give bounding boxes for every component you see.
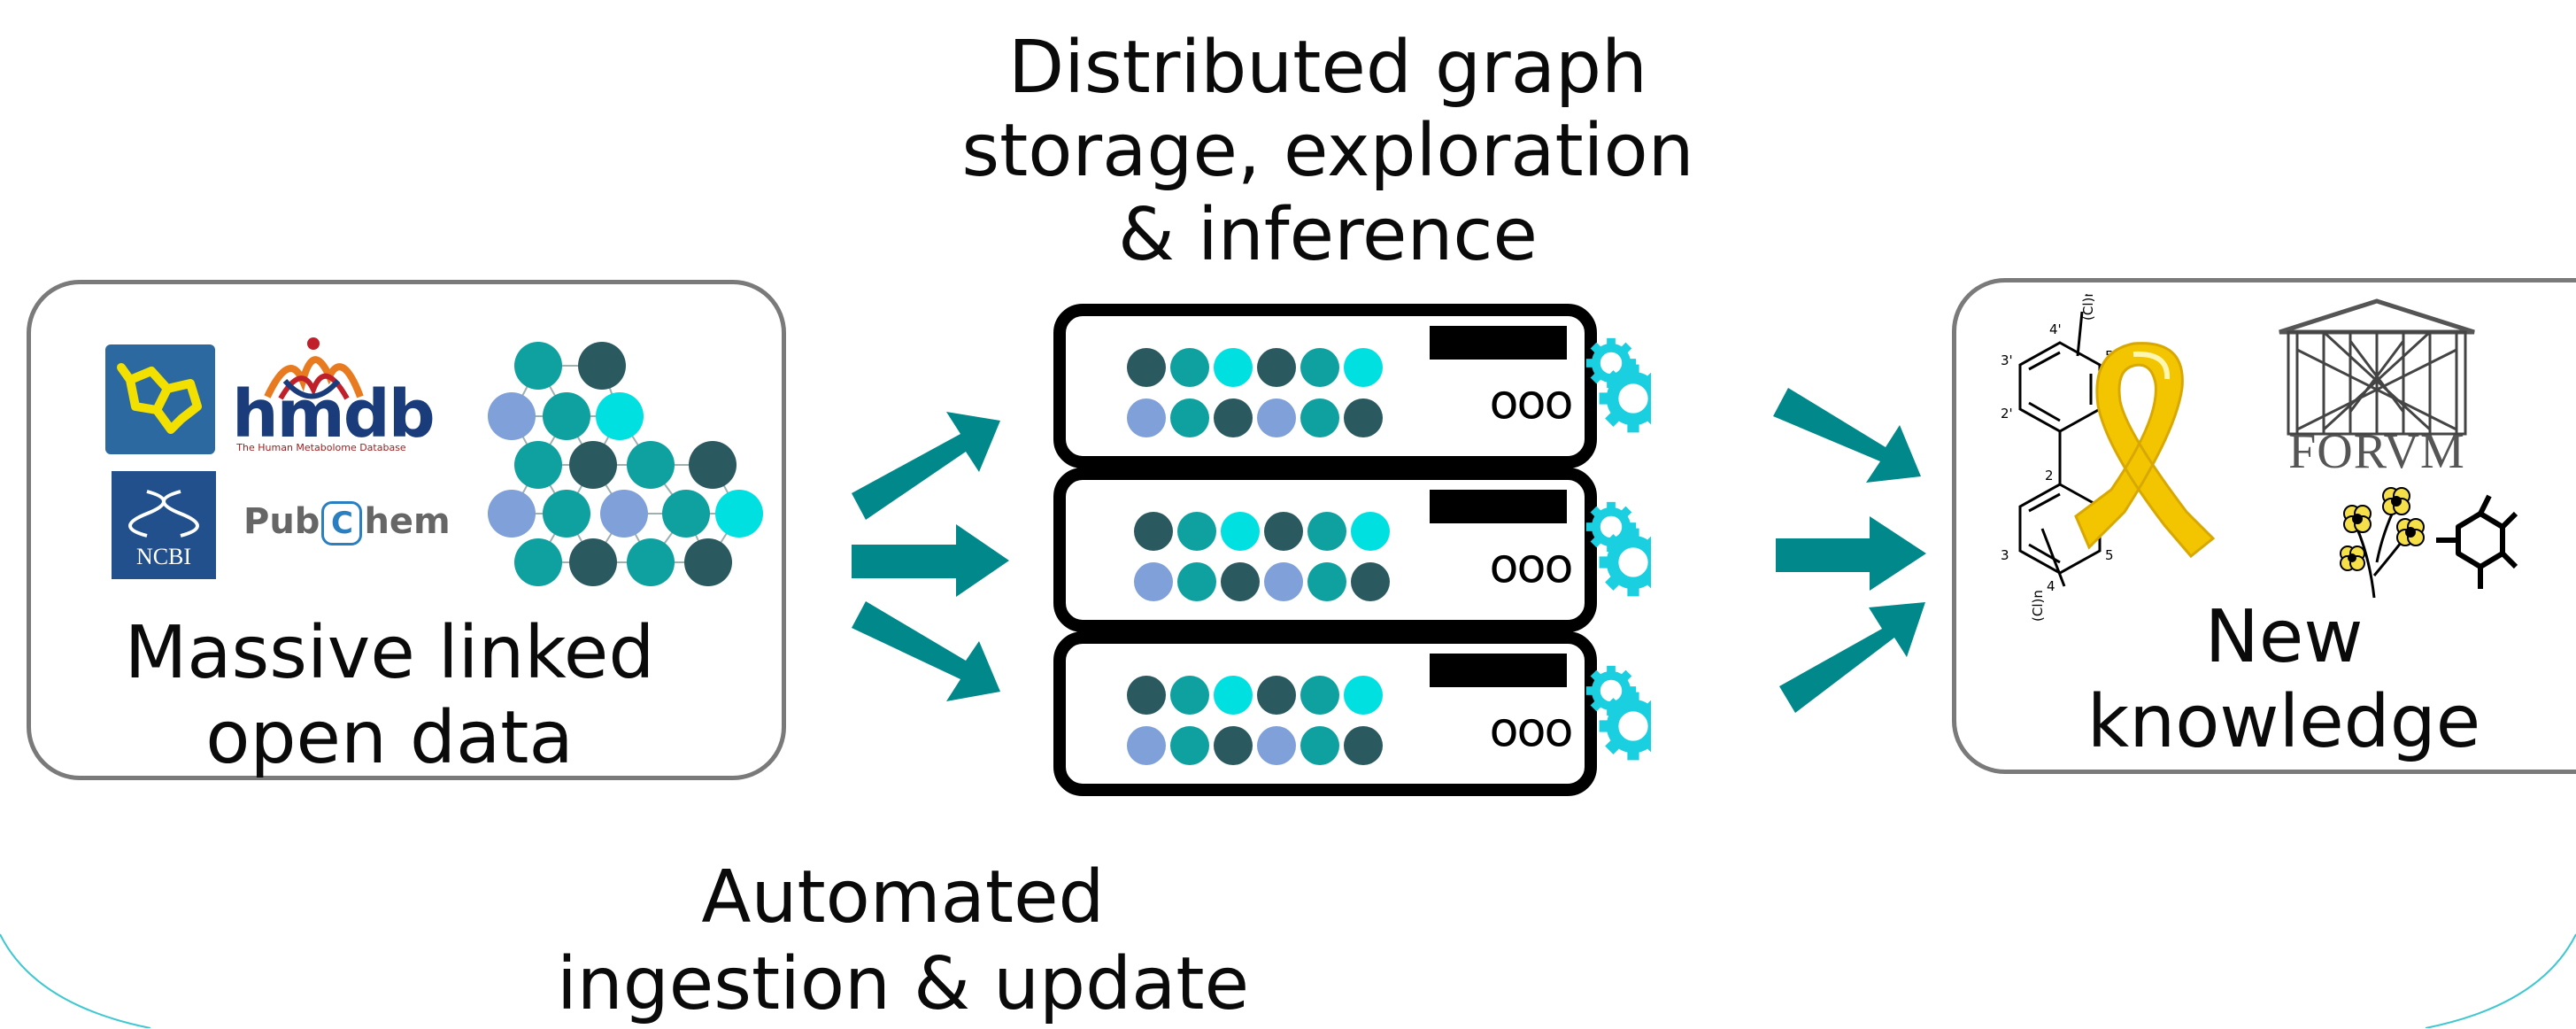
svg-text:2': 2' (2001, 406, 2013, 422)
title: Distributed graph storage, exploration &… (929, 26, 1726, 277)
svg-text:(Cl)n: (Cl)n (2030, 590, 2046, 622)
linked-data-label-line-2: open data (205, 695, 574, 780)
server-display-3 (1430, 654, 1567, 687)
server-stack: ooo ooo ooo (1053, 304, 1651, 796)
server-2-bottom-dot (1351, 562, 1390, 601)
gear-small-icon (1585, 501, 1637, 553)
server-2-top-dot (1177, 512, 1216, 551)
forum-label: FORVM (2288, 424, 2465, 479)
svg-text:4: 4 (2047, 578, 2055, 594)
new-knowledge-label-line-1: New (2204, 595, 2364, 679)
flower-1 (2343, 505, 2372, 533)
server-2-top-dot (1307, 512, 1346, 551)
server-2-bottom-dot (1134, 562, 1173, 601)
server-display-2 (1430, 490, 1567, 523)
server-3-bottom-dot (1257, 726, 1296, 765)
ingestion-label-line-2: ingestion & update (556, 942, 1250, 1027)
flower-4 (2340, 545, 2365, 571)
server-3-top-dot (1127, 676, 1166, 715)
server-display-1 (1430, 326, 1567, 360)
new-knowledge-panel (1952, 278, 2576, 774)
server-2-bottom-dot (1177, 562, 1216, 601)
pubchem-right-text: hem (364, 501, 451, 542)
new-knowledge-label-line-2: knowledge (2086, 679, 2481, 764)
plant-molecule-icon (2340, 487, 2518, 599)
server-2-top-dot (1351, 512, 1390, 551)
server-1-top-dot (1300, 348, 1339, 387)
title-line-1: Distributed graph (1007, 26, 1648, 110)
gear-large-icon (1599, 692, 1651, 761)
server-3-bottom-dot (1344, 726, 1383, 765)
flower-2 (2382, 487, 2410, 515)
server-2-bottom-dot (1307, 562, 1346, 601)
title-line-2: storage, exploration (961, 109, 1694, 194)
server-2-bottom-dot (1264, 562, 1303, 601)
server-3-bottom-dot (1300, 726, 1339, 765)
server-3-top-dot (1257, 676, 1296, 715)
gear-large-icon (1599, 528, 1651, 597)
pubchem-left-text: Pub (243, 501, 320, 542)
linked-data-label: Massive linked open data (53, 611, 726, 781)
linked-graph-icon (488, 342, 763, 586)
server-1-top-dot (1257, 348, 1296, 387)
hmdb-logo-icon (264, 337, 364, 400)
server-indicator-3: ooo (1489, 701, 1571, 757)
server-3-top-dot (1214, 676, 1253, 715)
server-3-bottom-dot (1127, 726, 1166, 765)
server-2-top-dot (1134, 512, 1173, 551)
server-1-top-dot (1214, 348, 1253, 387)
server-1-top-dot (1170, 348, 1209, 387)
left-arc (0, 933, 151, 1028)
svg-text:4': 4' (2049, 321, 2062, 337)
forum-temple-icon (2279, 298, 2475, 436)
ingestion-label: Automated ingestion & update (496, 855, 1310, 1029)
flower-3 (2396, 518, 2425, 546)
new-knowledge-label: New knowledge (2036, 595, 2532, 765)
linked-data-label-line-1: Massive linked (124, 611, 655, 695)
server-3-top-dot (1344, 676, 1383, 715)
server-3-top-dot (1170, 676, 1209, 715)
hmdb-subtitle: The Human Metabolome Database (236, 442, 406, 453)
svg-text:3: 3 (2001, 547, 2009, 563)
biphenyl-structure-icon: 4'5'6' 3'2' 265 34 (Cl)n (Cl)n (2001, 294, 2117, 622)
linked-data-panel (27, 280, 786, 780)
server-1-bottom-dot (1344, 398, 1383, 437)
server-3-bottom-dot (1170, 726, 1209, 765)
server-1-bottom-dot (1127, 398, 1166, 437)
molecule-logo-icon (105, 344, 215, 454)
server-1-bottom-dot (1170, 398, 1209, 437)
title-line-3: & inference (1118, 192, 1538, 277)
ncbi-label: NCBI (135, 544, 192, 569)
server-2-bottom-dot (1221, 562, 1260, 601)
server-1-top-dot (1344, 348, 1383, 387)
svg-text:(Cl)n: (Cl)n (2080, 294, 2096, 321)
server-3-bottom-dot (1214, 726, 1253, 765)
server-2-top-dot (1264, 512, 1303, 551)
ncbi-logo: NCBI (112, 471, 216, 579)
gear-large-icon (1599, 364, 1651, 433)
svg-text:5: 5 (2105, 547, 2114, 563)
svg-text:3': 3' (2001, 352, 2013, 368)
server-indicator-2: ooo (1489, 538, 1571, 593)
svg-text:2: 2 (2045, 468, 2054, 484)
right-arc (2425, 933, 2576, 1028)
awareness-ribbon-icon (2074, 342, 2216, 559)
server-2-top-dot (1221, 512, 1260, 551)
server-1-bottom-dot (1257, 398, 1296, 437)
server-indicator-1: ooo (1489, 374, 1571, 429)
server-3-top-dot (1300, 676, 1339, 715)
ingestion-label-line-1: Automated (701, 855, 1105, 940)
hmdb-wordmark: hmdb (232, 376, 436, 453)
server-1-bottom-dot (1214, 398, 1253, 437)
server-1-bottom-dot (1300, 398, 1339, 437)
dna-helix-icon (128, 490, 199, 538)
pubchem-c-hexagon: C (321, 501, 363, 545)
server-1-top-dot (1127, 348, 1166, 387)
